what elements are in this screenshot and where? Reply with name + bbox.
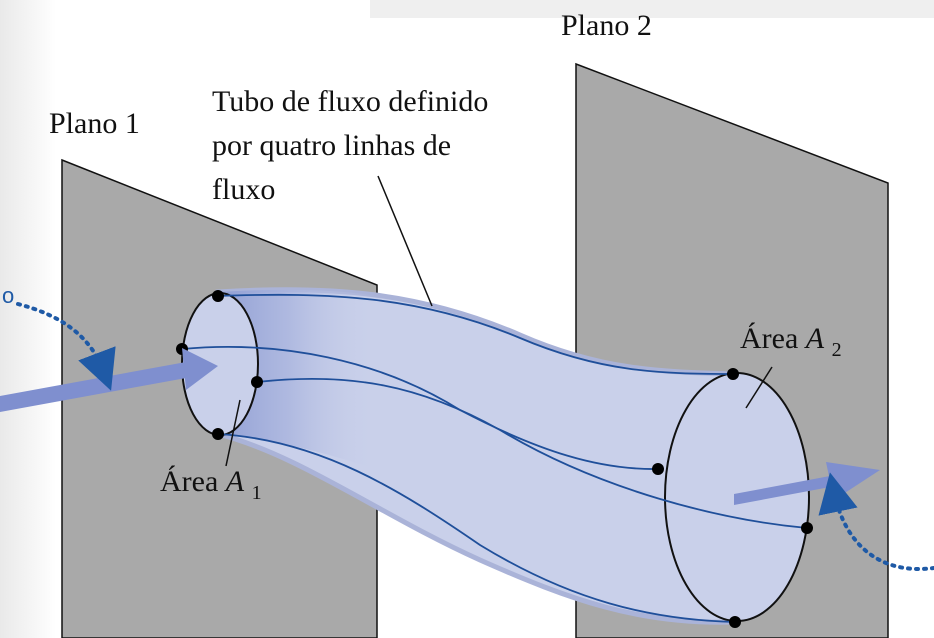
area-2-subscript: 2	[832, 339, 842, 361]
point-a1-right	[251, 376, 263, 388]
cut-off-text: o	[2, 283, 14, 308]
flow-line-points	[176, 290, 813, 628]
dotted-arrow-right	[818, 472, 934, 571]
flow-line-3	[256, 377, 808, 529]
area-2-symbol: A	[804, 322, 825, 355]
area-1-leader-line	[225, 399, 241, 467]
point-a2-top	[727, 368, 739, 380]
area-1-symbol: A	[224, 465, 245, 498]
area-2-leader-line	[745, 366, 773, 409]
flow-lines	[181, 293, 808, 623]
area-2-label: Área A 2	[740, 322, 842, 361]
tube-label-line-1: Tubo de fluxo definido	[212, 85, 488, 118]
tube-leader-line	[377, 175, 433, 307]
area-2-word: Área	[740, 322, 798, 355]
flow-line-1	[217, 293, 734, 375]
tube-label-line-2: por quatro linhas de	[212, 129, 451, 162]
area-1-word: Área	[160, 465, 218, 498]
area-1-label: Área A 1	[160, 465, 262, 504]
dotted-arrow-left	[16, 302, 116, 391]
flow-line-4	[217, 433, 736, 623]
point-a1-top	[212, 290, 224, 302]
flow-line-2	[181, 346, 659, 470]
plane-1-label: Plano 1	[49, 107, 140, 140]
area-1-subscript: 1	[252, 482, 262, 504]
top-right-band	[370, 0, 934, 18]
plane-2-label: Plano 2	[561, 9, 652, 42]
point-a2-right	[801, 522, 813, 534]
point-a1-bottom	[212, 428, 224, 440]
point-a2-left	[652, 463, 664, 475]
point-a2-bottom	[729, 616, 741, 628]
tube-label-line-3: fluxo	[212, 173, 275, 206]
